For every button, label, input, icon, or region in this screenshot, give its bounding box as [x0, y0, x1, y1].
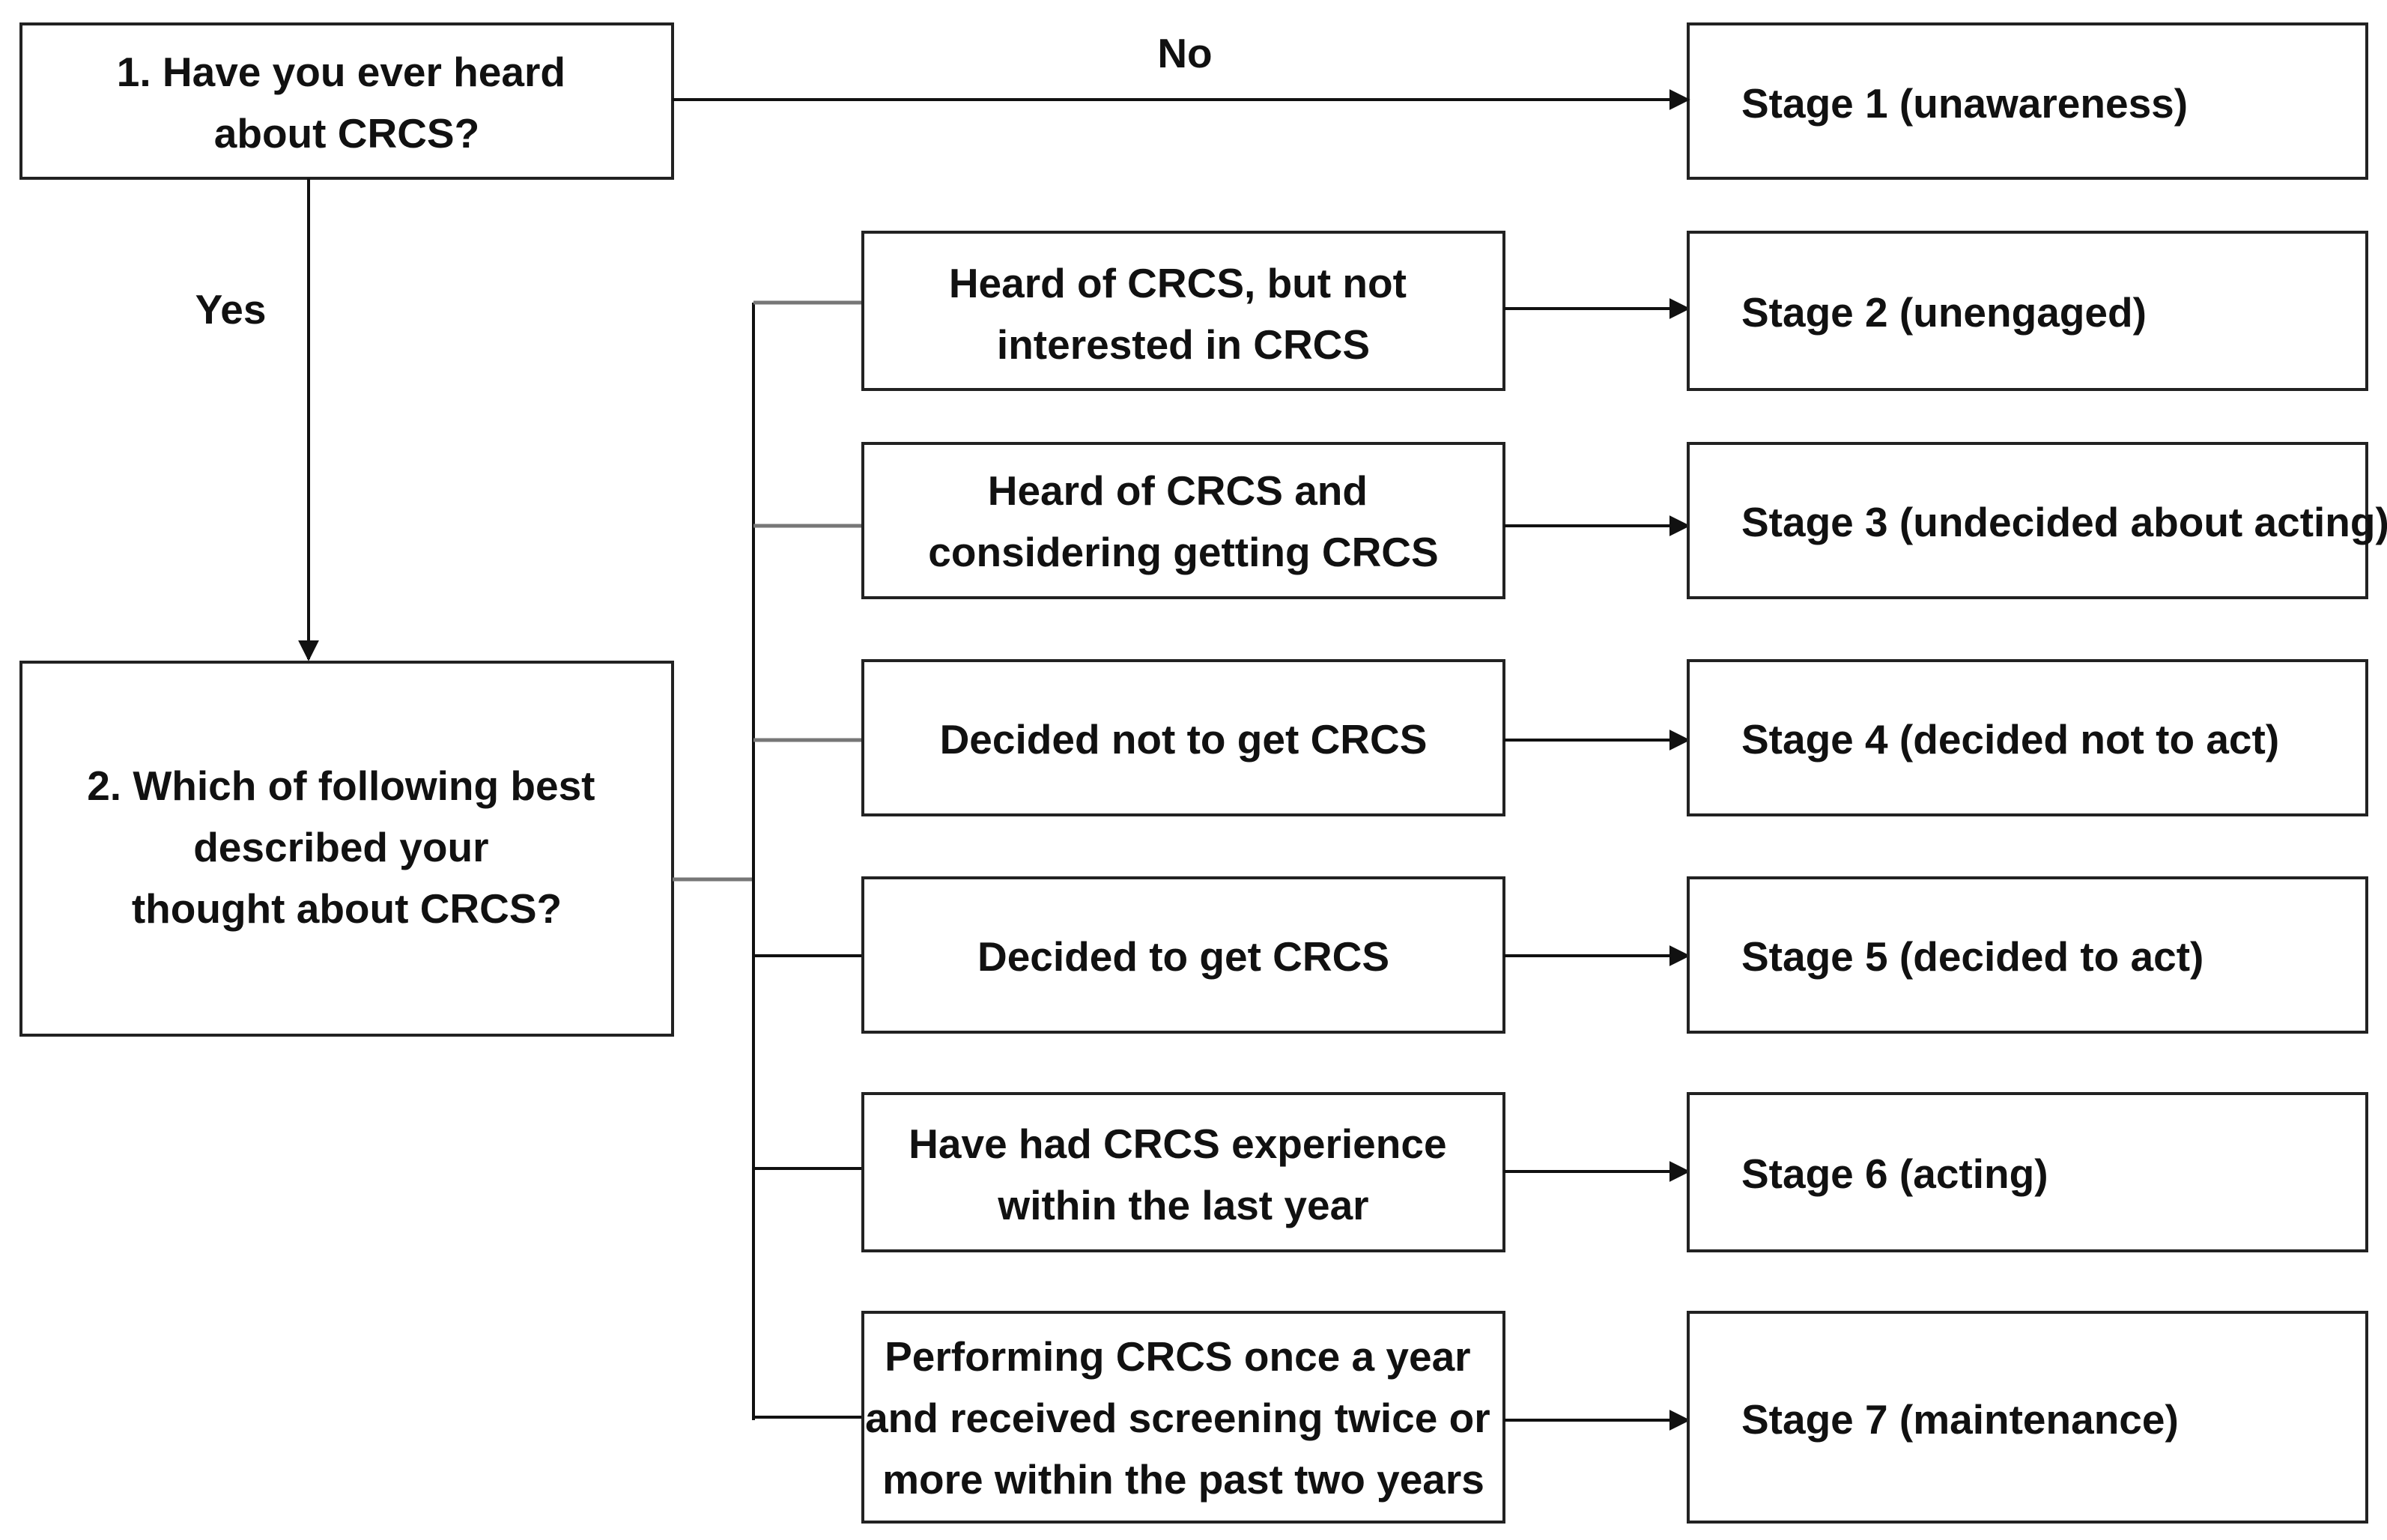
yes-label: Yes [195, 286, 267, 333]
option-4-text: Decided to get CRCS [977, 933, 1389, 980]
option-2-box [861, 442, 1505, 599]
question-1-line-2: about CRCS? [214, 110, 479, 157]
stage-5-text: Stage 5 (decided to act) [1741, 933, 2203, 980]
option-6-line-2: and received screening twice or [865, 1395, 1490, 1441]
stage-2-box [1687, 231, 2368, 391]
option-6-line-3: more within the past two years [882, 1456, 1484, 1503]
option-2-line-2: considering getting CRCS [928, 529, 1438, 575]
option-5-box [861, 1092, 1505, 1252]
question-2-line-3: thought about CRCS? [132, 885, 562, 932]
stage-4-text: Stage 4 (decided not to act) [1741, 716, 2279, 763]
option-5-text: Have had CRCS experience within the last… [909, 1121, 1458, 1228]
option-6-text: Performing CRCS once a year and received… [865, 1333, 1502, 1503]
option-row-1: Heard of CRCS, but not interested in CRC… [753, 231, 2368, 391]
no-label: No [1157, 30, 1212, 76]
option-row-3: Decided not to get CRCS Stage 4 (decided… [753, 659, 2368, 816]
stage-7-text: Stage 7 (maintenance) [1741, 1396, 2179, 1443]
option-6-box [861, 1311, 1505, 1524]
question-2-line-2: described your [193, 824, 488, 870]
question-2-text: 2. Which of following best described you… [87, 763, 607, 932]
option-5-line-2: within the last year [997, 1182, 1368, 1228]
option-2-line-1: Heard of CRCS and [988, 467, 1368, 514]
question-2-line-1: 2. Which of following best [87, 763, 595, 809]
option-1-text: Heard of CRCS, but not interested in CRC… [949, 260, 1418, 368]
option-1-line-1: Heard of CRCS, but not [949, 260, 1407, 306]
question-1-text: 1. Have you ever heard about CRCS? [117, 49, 577, 157]
option-row-5: Have had CRCS experience within the last… [753, 1092, 2368, 1252]
option-1-box [861, 231, 1505, 391]
question-2-box [19, 661, 674, 1037]
option-5-line-1: Have had CRCS experience [909, 1121, 1446, 1167]
option-4-line-1: Decided to get CRCS [977, 933, 1389, 980]
stage-3-text: Stage 3 (undecided about acting) [1741, 499, 2387, 545]
option-4-box [861, 876, 1505, 1034]
option-row-6: Performing CRCS once a year and received… [753, 1311, 2368, 1524]
stage-3-box [1687, 442, 2368, 599]
stage-1-text: Stage 1 (unawareness) [1741, 80, 2188, 127]
stage-4-box [1687, 659, 2368, 816]
stage-7-box [1687, 1311, 2368, 1524]
option-3-line-1: Decided not to get CRCS [940, 716, 1428, 763]
option-row-2: Heard of CRCS and considering getting CR… [753, 442, 2387, 599]
option-6-line-1: Performing CRCS once a year [885, 1333, 1470, 1380]
question-1-box [19, 22, 674, 180]
option-2-text: Heard of CRCS and considering getting CR… [928, 467, 1438, 575]
stage-5-box [1687, 876, 2368, 1034]
stage-6-text: Stage 6 (acting) [1741, 1151, 2048, 1197]
option-row-4: Decided to get CRCS Stage 5 (decided to … [753, 876, 2368, 1034]
stage-2-text: Stage 2 (unengaged) [1741, 289, 2147, 336]
stage-6-box [1687, 1092, 2368, 1252]
option-3-text: Decided not to get CRCS [940, 716, 1428, 763]
option-3-box [861, 659, 1505, 816]
question-1-line-1: 1. Have you ever heard [117, 49, 565, 95]
option-1-line-2: interested in CRCS [997, 321, 1370, 368]
